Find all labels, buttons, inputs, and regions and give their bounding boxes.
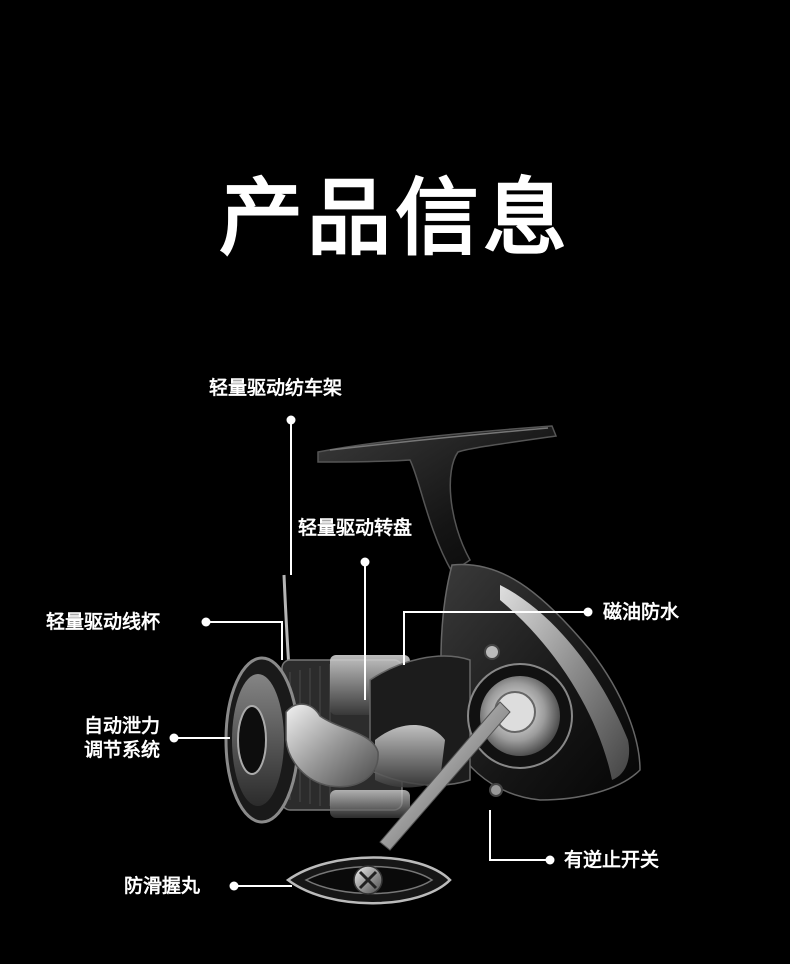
handle-knob [285,856,452,905]
screw-icon [484,644,500,660]
callout-dot [229,881,239,891]
callout-drag-line2: 调节系统 [83,739,160,761]
callout-spool: 轻量驱动线杯 [46,611,161,633]
handle-arm [379,701,511,851]
callout-knob: 防滑握丸 [124,875,201,897]
callout-dot [360,557,370,567]
rotor [369,655,471,788]
reel-foot [317,425,558,574]
callout-dot [201,617,211,627]
bail-arm [285,703,379,788]
handle-hub [467,663,573,769]
callout-dot [286,415,296,425]
callout-dot [545,855,555,865]
callout-rotor-frame: 轻量驱动纺车架 [209,377,343,399]
page-title: 产品信息 [218,169,571,267]
callout-dot [169,733,179,743]
leader-spool [206,621,283,660]
callout-mag-seal: 磁油防水 [603,601,680,623]
callout-drag-line1: 自动泄力 [83,715,160,737]
leader-anti-reverse [489,810,550,861]
leader-mag-seal [403,611,588,665]
callout-rotor: 轻量驱动转盘 [298,517,413,539]
callout-anti-reverse: 有逆止开关 [564,849,660,871]
callout-dot [583,607,593,617]
screw-icon [489,783,503,797]
